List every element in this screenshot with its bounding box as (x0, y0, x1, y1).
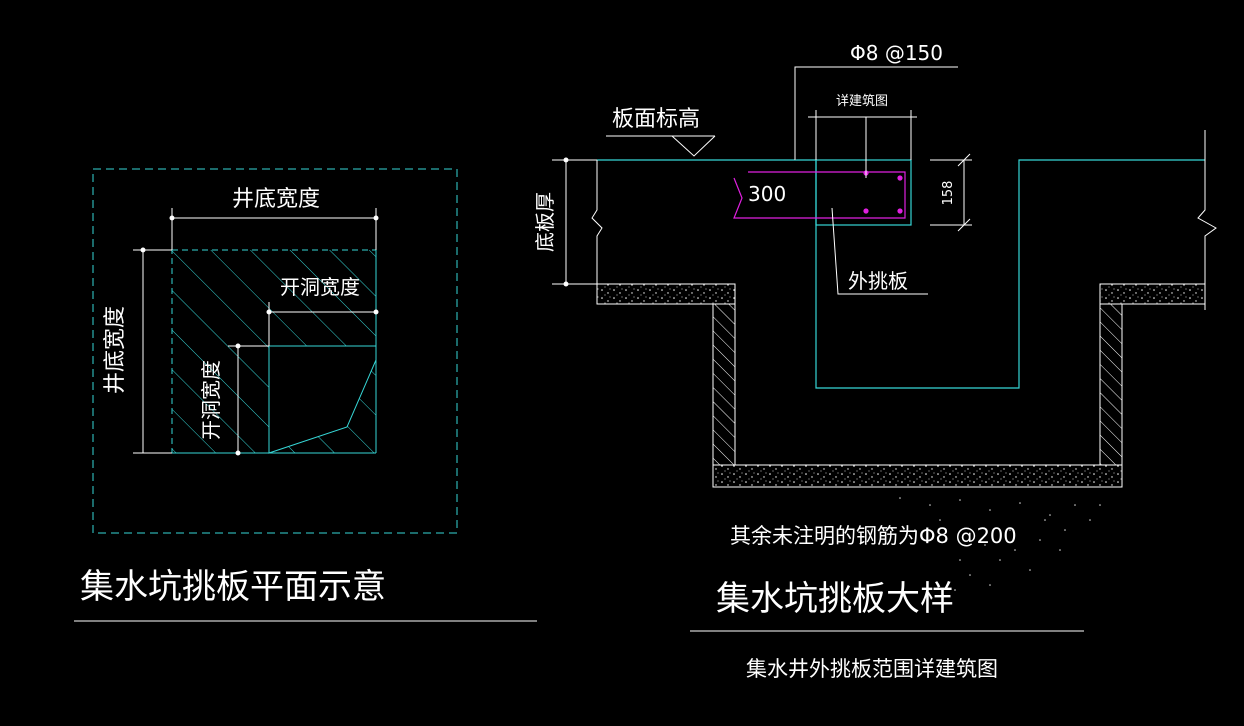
section-slab-outline (597, 159, 1205, 389)
leader-rebar-top (794, 66, 958, 160)
section-soil-speckle (899, 497, 1101, 591)
plan-label-opening-width-h: 开洞宽度 (280, 275, 360, 299)
section-slab-thickness: 底板厚 (533, 192, 557, 252)
section-outer-cantilever: 外挑板 (848, 269, 908, 293)
section-see-architectural: 详建筑图 (836, 93, 888, 109)
plan-view: 井底宽度 井底宽度 开洞宽度 开洞宽度 集水坑挑板平面示意 (74, 168, 537, 622)
section-view: 300 Φ8 @150 详建筑图 板面标高 底板厚 (533, 41, 1217, 681)
cushion-bottom (712, 464, 1123, 488)
section-slab-elevation: 板面标高 (612, 107, 700, 132)
plan-outer-dashed-boundary (92, 168, 458, 534)
section-rebar-top: Φ8 @150 (850, 41, 943, 65)
plan-dim-well-width-v (133, 247, 172, 454)
section-break-left (591, 160, 603, 286)
plan-dim-well-width-h (169, 208, 379, 250)
section-dim-300: 300 (748, 182, 786, 206)
plan-title: 集水坑挑板平面示意 (80, 567, 386, 607)
rebar-magenta (733, 170, 906, 219)
wall-right (1099, 303, 1123, 466)
dim-slab-thickness (552, 157, 597, 287)
dim-see-architectural (808, 110, 917, 178)
plan-dim-opening-width-h (266, 302, 379, 346)
plan-opening (268, 345, 377, 454)
section-break-right (1197, 130, 1217, 310)
plan-label-well-width-v: 井底宽度 (103, 306, 128, 394)
slab-elevation-marker (606, 135, 716, 157)
dim-158 (930, 153, 972, 232)
leader-outer-cantilever (831, 207, 928, 295)
section-title: 集水坑挑板大样 (716, 579, 954, 619)
cushion-right (1099, 283, 1206, 305)
cushion-left (596, 283, 736, 305)
plan-label-opening-width-v: 开洞宽度 (199, 360, 223, 440)
plan-dim-opening-width-v (228, 343, 269, 456)
section-subtitle: 集水井外挑板范围详建筑图 (746, 657, 998, 681)
cantilever-slab (815, 159, 912, 226)
section-dim-158: 158 (941, 181, 956, 206)
wall-left (712, 303, 736, 466)
section-note: 其余未注明的钢筋为Φ8 @200 (730, 524, 1017, 548)
plan-label-well-width-h: 井底宽度 (232, 187, 320, 212)
